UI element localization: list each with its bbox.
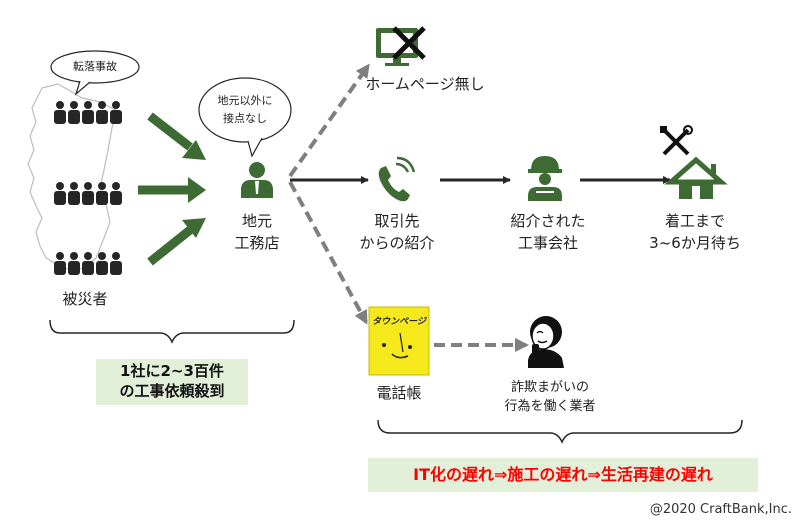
company-label-line-1: 紹介された [510,212,586,230]
referral-label-line-2: からの紹介 [359,234,435,252]
contractor-bubble-line-2: 接点なし [223,112,267,125]
scammer-label-line-1: 詐欺まがいの [510,380,589,395]
dashed-arrow-phonebook [288,181,368,325]
contractor-bubble-line-1: 地元以外に [217,94,273,107]
monitor-crossed-icon [376,26,426,66]
scammer-label-line-2: 行為を働く業者 [504,399,596,414]
victim-crowd-top [54,101,122,124]
accident-bubble-text: 転落事故 [73,60,117,73]
green-arrow-middle [138,177,206,203]
referral-label-line-1: 取引先 [374,212,420,230]
phonebook-cover-title: タウンページ [372,317,426,327]
wait-label-line-2: 3~6か月待ち [649,234,741,252]
victim-crowd-bottom [54,252,122,275]
scammer-icon [528,316,564,368]
phonebook-label: 電話帳 [376,384,422,402]
contractor-bubble [198,77,292,158]
house-icon [664,156,728,199]
no-homepage-label: ホームページ無し [365,75,485,93]
tools-icon [660,125,693,156]
businessman-icon [241,162,273,198]
delay-chain-summary: IT化の遅れ⇒施工の遅れ⇒生活再建の遅れ [368,458,758,492]
company-label-line-2: 工事会社 [517,234,578,252]
phonebook-icon [368,306,430,376]
wait-label-line-1: 着工まで [664,212,725,230]
contractor-label-line-1: 地元 [241,212,272,230]
phone-icon [378,156,416,202]
contractor-label-line-2: 工務店 [234,234,280,252]
request-flood-line-1: 1社に2~3百件 [120,362,224,380]
green-arrow-bottom [147,218,206,266]
dashed-arrow-homepage [288,63,370,178]
request-flood-summary: 1社に2~3百件 の工事依頼殺到 [96,359,248,405]
green-arrow-top [147,112,206,160]
construction-worker-icon [528,156,562,201]
copyright: @2020 CraftBank,Inc. [649,502,792,517]
victim-crowd-middle [54,182,122,205]
brace-left [49,319,295,344]
victims-label: 被災者 [62,290,108,308]
request-flood-line-2: の工事依頼殺到 [119,382,225,400]
brace-right [377,419,743,444]
accident-bubble [50,50,140,96]
